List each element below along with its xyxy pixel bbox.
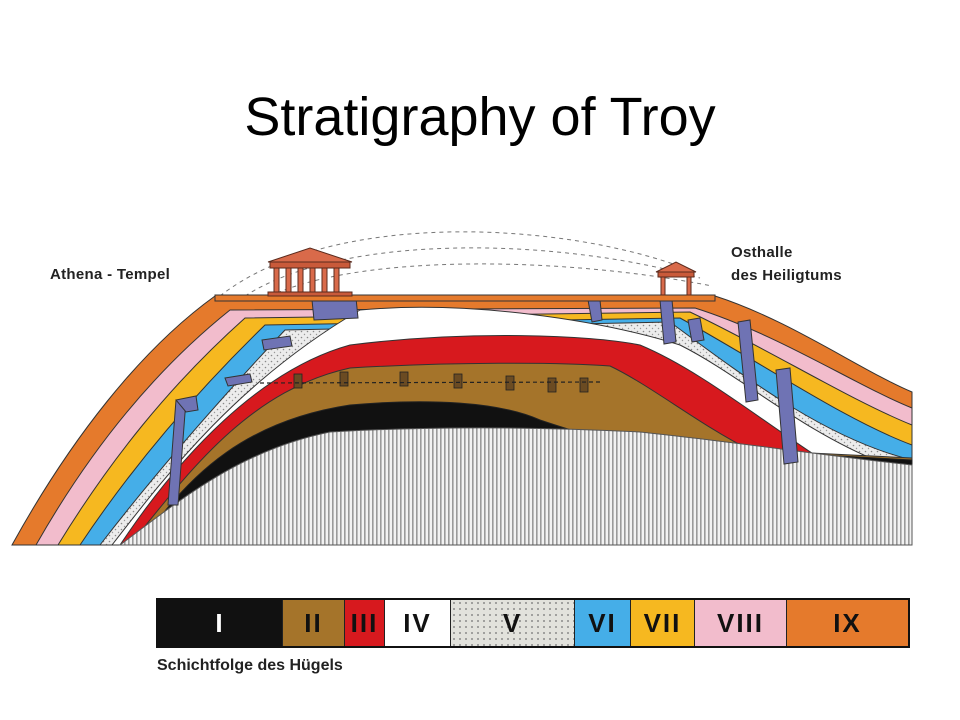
osthalle-label-line1: Osthalle bbox=[731, 244, 793, 261]
legend-bar: I II III IV V VI VII VIII IX bbox=[156, 598, 910, 648]
osthalle bbox=[655, 261, 697, 296]
legend-cell-iv: IV bbox=[385, 600, 451, 646]
page-title: Stratigraphy of Troy bbox=[244, 87, 716, 147]
dashed-arcs bbox=[219, 231, 713, 297]
legend-cell-viii: VIII bbox=[695, 600, 787, 646]
legend-cell-v: V bbox=[451, 600, 575, 646]
posts-line bbox=[259, 381, 601, 384]
bedrock bbox=[118, 427, 913, 546]
legend-cell-ix: IX bbox=[787, 600, 908, 646]
walls bbox=[167, 297, 799, 506]
stratigraphy-cross-section bbox=[11, 231, 913, 546]
athena-temple bbox=[267, 247, 353, 297]
posts bbox=[293, 371, 589, 393]
legend-cell-iii: III bbox=[345, 600, 385, 646]
osthalle-label: Osthalle des Heiligtums bbox=[731, 241, 842, 287]
legend-cell-vi: VI bbox=[575, 600, 631, 646]
legend-caption: Schichtfolge des Hügels bbox=[157, 657, 343, 674]
legend-cell-vii: VII bbox=[631, 600, 695, 646]
legend-cell-ii: II bbox=[283, 600, 345, 646]
osthalle-label-line2: des Heiligtums bbox=[731, 267, 842, 284]
legend-cell-i: I bbox=[158, 600, 283, 646]
surface-band bbox=[214, 294, 716, 302]
athena-tempel-label: Athena - Tempel bbox=[50, 266, 171, 283]
